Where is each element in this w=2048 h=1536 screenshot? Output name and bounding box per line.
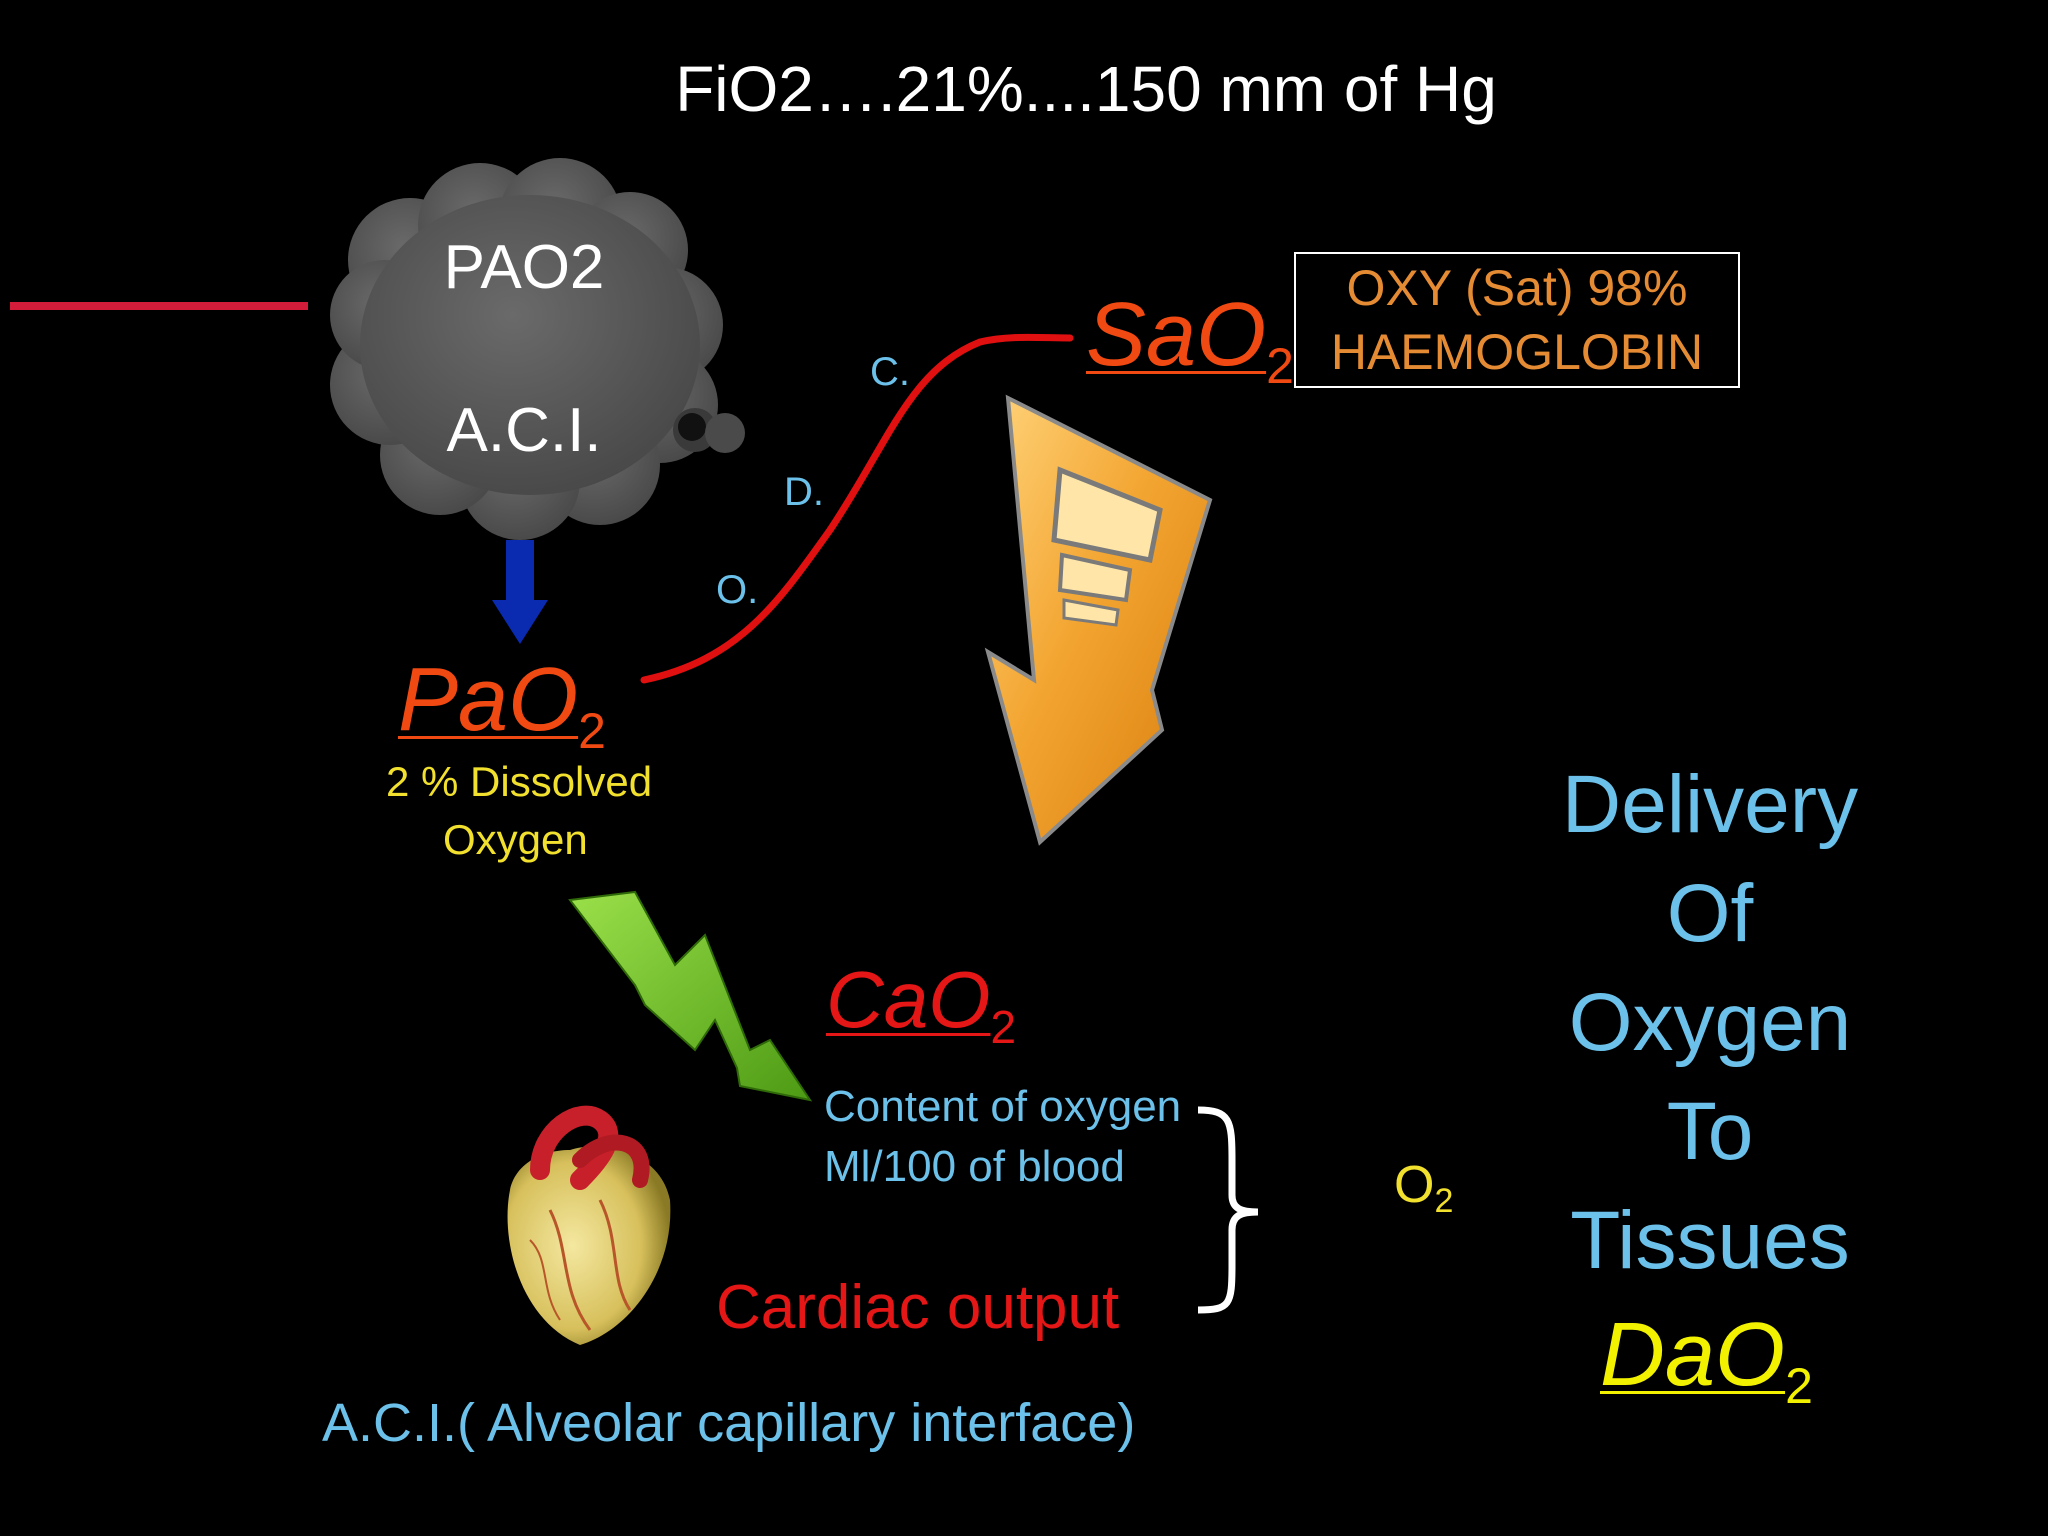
saturation-box: OXY (Sat) 98% HAEMOGLOBIN xyxy=(1294,252,1740,388)
delivery-line5: Tissues xyxy=(1570,1195,1850,1286)
sat-box-line2: HAEMOGLOBIN xyxy=(1330,324,1704,380)
delivery-line2: Of xyxy=(1666,868,1754,959)
curve-label-d: D. xyxy=(784,470,824,514)
o2-label: O2 xyxy=(1394,1156,1454,1221)
green-zigzag-arrow xyxy=(568,890,813,1102)
cloud-label-aci: A.C.I. xyxy=(446,396,602,465)
cao2-desc-line2: Ml/100 of blood xyxy=(824,1142,1125,1191)
cloud-shape xyxy=(330,158,745,540)
delivery-line3: Oxygen xyxy=(1568,977,1852,1068)
cao2-desc-line1: Content of oxygen xyxy=(824,1082,1182,1131)
cardiac-output-label: Cardiac output xyxy=(716,1273,1120,1342)
pao2-label: PaO2 xyxy=(398,650,606,759)
aci-caption: A.C.I.( Alveolar capillary interface) xyxy=(322,1393,1136,1453)
left-red-line xyxy=(10,302,308,310)
heart-image xyxy=(507,1105,671,1345)
cao2-label: CaO2 xyxy=(826,955,1017,1054)
oxygen-dissociation-curve xyxy=(640,333,1074,684)
delivery-line1: Delivery xyxy=(1561,759,1859,850)
cloud-label-pao2: PAO2 xyxy=(443,233,605,302)
sat-box-line1: OXY (Sat) 98% xyxy=(1346,260,1688,316)
pao2-desc-line1: 2 % Dissolved xyxy=(386,758,653,805)
page-title: FiO2….21%....150 mm of Hg xyxy=(675,53,1497,125)
curve-label-o: O. xyxy=(716,568,759,612)
curly-brace xyxy=(1197,1106,1259,1314)
pao2-desc-line2: Oxygen xyxy=(443,816,588,863)
orange-down-arrow xyxy=(984,394,1213,846)
blue-down-arrow xyxy=(492,540,548,644)
curve-label-c: C. xyxy=(870,350,910,394)
delivery-line4: To xyxy=(1666,1086,1754,1177)
dao2-label: DaO2 xyxy=(1600,1305,1813,1414)
sao2-label: SaO2 xyxy=(1086,285,1294,394)
delivery-text: Delivery Of Oxygen To Tissues xyxy=(1510,750,1910,1295)
